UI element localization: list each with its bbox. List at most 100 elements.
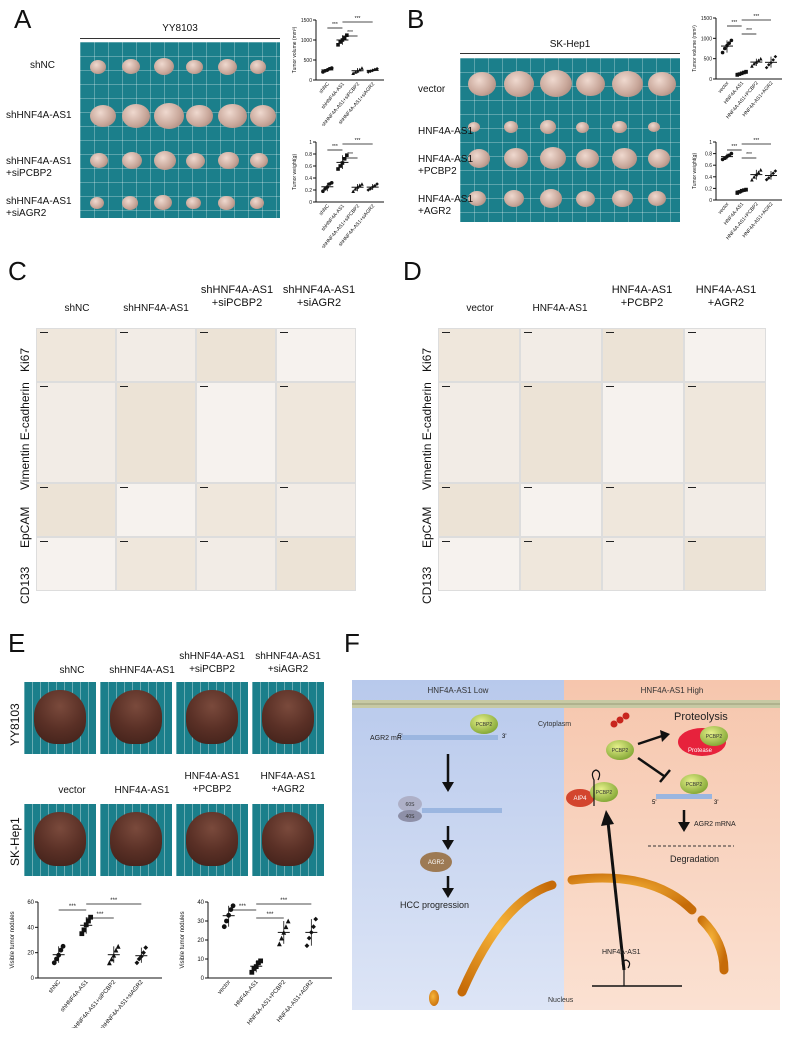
ihc-tile <box>36 328 116 382</box>
y-tick-label: 0.2 <box>305 188 312 194</box>
f-right-title: HNF4A-AS1 High <box>641 686 704 695</box>
tumor-sample <box>648 122 660 133</box>
ihc-tile <box>276 328 356 382</box>
tumor-sample <box>186 104 213 128</box>
y-tick-label: 0.6 <box>305 164 312 170</box>
ihc-tile <box>520 536 602 591</box>
y-tick-label: 0 <box>31 976 35 982</box>
tumor-sample <box>576 71 605 97</box>
sig-label: *** <box>746 152 752 158</box>
f-arrow-2-head <box>442 840 454 850</box>
panel-d-col-header: HNF4A-AS1 +PCBP2 <box>611 284 673 309</box>
data-point <box>313 916 319 922</box>
data-point <box>253 964 259 969</box>
panel-c-col-header: shHNF4A-AS1 +siPCBP2 <box>200 284 274 309</box>
data-point <box>723 46 727 51</box>
tumor-sample <box>504 121 518 133</box>
data-point <box>739 188 744 193</box>
scale-bar <box>442 540 450 542</box>
data-point <box>727 41 731 46</box>
f-degradation: Degradation <box>670 854 719 864</box>
y-tick-label: 1 <box>709 140 712 146</box>
panel-a-row-label: shNC <box>30 60 56 71</box>
data-point <box>230 903 236 909</box>
data-point <box>771 58 775 62</box>
tumor-sample <box>576 190 595 207</box>
sig-label: *** <box>347 152 353 158</box>
f-mrna-right <box>656 794 712 799</box>
data-point <box>336 167 340 171</box>
sig-label: *** <box>753 14 759 20</box>
data-point <box>375 182 379 186</box>
data-point <box>742 70 746 75</box>
panel-e-bottom-col: vector <box>58 785 86 796</box>
data-point <box>141 950 146 956</box>
lung-sample <box>262 690 314 744</box>
ihc-tile <box>684 382 766 483</box>
ihc-tile <box>196 382 276 483</box>
data-point <box>281 930 287 935</box>
f-hcc: HCC progression <box>400 900 469 910</box>
data-point <box>54 956 59 962</box>
y-axis-label: Tumor weight(g) <box>692 153 698 190</box>
f-ub-3 <box>622 712 630 720</box>
panel-e-top-col: shHNF4A-AS1 <box>109 665 175 676</box>
f-mrna-strand <box>402 735 498 740</box>
tumor-sample <box>250 153 268 169</box>
scale-bar <box>524 540 532 542</box>
sig-label: *** <box>753 138 759 144</box>
ihc-tile <box>276 382 356 483</box>
ihc-tile <box>602 328 684 382</box>
data-point <box>769 173 773 178</box>
panel-d-col-header: vector <box>466 303 494 314</box>
data-point <box>767 62 771 67</box>
panel-label-c: C <box>8 256 27 286</box>
tumor-sample <box>540 147 566 170</box>
tumor-sample <box>218 103 247 129</box>
data-point <box>351 189 355 193</box>
f-inhibit <box>637 756 665 778</box>
ihc-tile <box>196 328 276 382</box>
ihc-tile <box>36 536 116 591</box>
x-tick-label: shHNF4A-AS1 <box>60 979 90 1014</box>
y-tick-label: 0 <box>309 78 312 84</box>
ihc-tile <box>116 482 196 537</box>
data-point <box>113 947 119 953</box>
panel-e-bottom-col: HNF4A-AS1 <box>114 785 170 796</box>
data-point <box>143 945 149 950</box>
tumor-sample <box>250 197 264 209</box>
tumor-sample <box>154 195 172 211</box>
panel-b-row-label: vector <box>418 84 446 95</box>
x-tick-label: vector <box>717 201 731 216</box>
f-left-title: HNF4A-AS1 Low <box>428 686 489 695</box>
data-point <box>720 50 725 55</box>
f-40s: 40S <box>406 814 416 820</box>
y-axis-label: Visible tumor nodules <box>180 911 186 968</box>
tumor-sample <box>218 195 235 210</box>
tumor-sample <box>468 122 480 133</box>
data-point <box>370 185 375 189</box>
panel-c-col-header: shHNF4A-AS1 +siAGR2 <box>282 284 356 309</box>
tumor-sample <box>648 149 670 168</box>
scale-bar <box>40 386 48 387</box>
data-point <box>221 924 227 930</box>
data-point <box>329 181 334 185</box>
f-pcbp2-left-label: PCBP2 <box>476 722 493 728</box>
panel-c-col-header: shNC <box>64 303 90 314</box>
panel-label-f: F <box>344 628 360 658</box>
f-agr2-mrna-1: AGR2 mRNA <box>370 735 412 742</box>
data-point <box>750 177 754 182</box>
y-axis-label: Tumor volume (mm³) <box>692 25 698 72</box>
panel-c-row-label: Ki67 <box>18 347 32 372</box>
x-tick-label: vector <box>217 979 232 995</box>
data-point <box>249 969 255 975</box>
data-point <box>735 191 740 195</box>
tumor-sample <box>576 121 589 133</box>
f-pcbp2-right <box>606 740 634 760</box>
data-point <box>764 177 769 182</box>
scale-bar <box>442 386 450 387</box>
panel-e-top-col: shNC <box>59 665 85 676</box>
ihc-tile <box>36 482 116 537</box>
